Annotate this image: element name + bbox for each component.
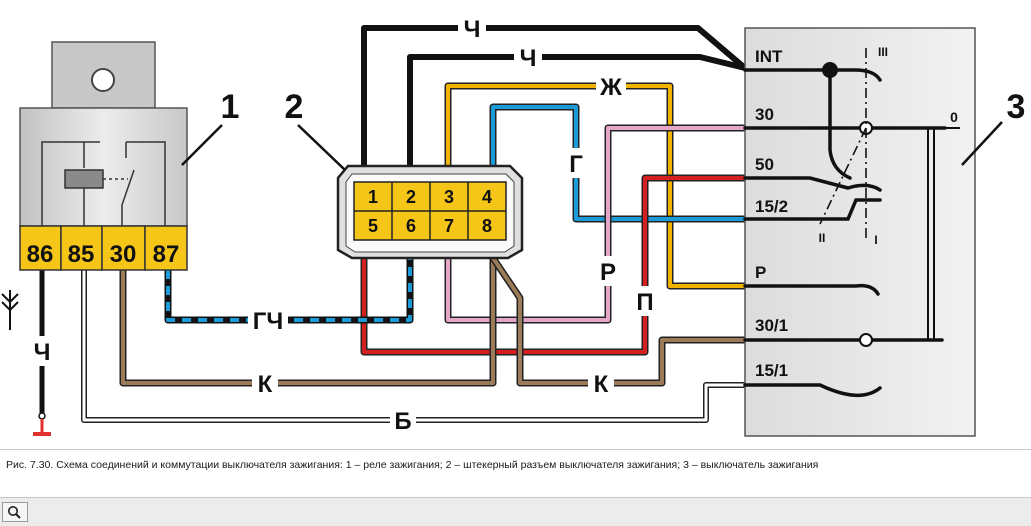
wire-label-ground: Ч (34, 339, 51, 366)
wire-blue-black (164, 258, 414, 324)
wire-label-black-1: Ч (464, 16, 481, 43)
wire-label-blue-black: ГЧ (253, 308, 283, 335)
wire-label-black-2: Ч (520, 45, 537, 72)
position-two: II (819, 231, 826, 245)
ignition-switch: 0 I II III INT 30 50 15/2 Р 30/1 15/1 (743, 27, 976, 437)
wire-yellow (444, 82, 745, 290)
ignition-relay: 86 85 30 87 (19, 41, 188, 271)
wiring-diagram: 86 85 30 87 1 2 3 4 5 6 7 8 (1, 14, 1026, 437)
wire-brown-left (119, 258, 497, 387)
figure-caption: Рис. 7.30. Схема соединений и коммутации… (6, 459, 819, 471)
wire-pink (444, 124, 745, 324)
wire-label-blue: Г (569, 151, 583, 178)
wire-label-white: Б (394, 408, 411, 435)
connector-pin-1: 1 (368, 187, 378, 207)
magnifier-icon (8, 506, 21, 519)
relay-pin-86: 86 (27, 241, 54, 268)
relay-pin-30: 30 (110, 241, 137, 268)
wire-label-red: П (636, 289, 653, 316)
caption-bar: Рис. 7.30. Схема соединений и коммутации… (0, 449, 1031, 498)
relay-pin-87: 87 (153, 241, 180, 268)
position-one: I (874, 233, 877, 247)
connector-pin-5: 5 (368, 216, 378, 236)
wire-black-1 (361, 25, 747, 175)
callout-connector: 2 (285, 88, 304, 126)
wire-label-brown-right: К (594, 371, 609, 398)
wire-label-pink: Р (600, 259, 616, 286)
wire-black-2 (407, 54, 746, 175)
connector-plug: 1 2 3 4 5 6 7 8 (336, 164, 524, 260)
wire-blue (489, 103, 745, 223)
terminal-int: INT (755, 47, 783, 66)
connector-pin-6: 6 (406, 216, 416, 236)
callout-relay: 1 (221, 88, 240, 126)
relay-pin-85: 85 (68, 241, 95, 268)
callouts: 1 2 3 (181, 88, 1026, 171)
position-zero: 0 (950, 109, 958, 125)
wire-label-yellow: Ж (599, 74, 622, 101)
relay-pin-row: 86 85 30 87 (19, 225, 188, 271)
zoom-button[interactable] (2, 502, 28, 522)
terminal-30-1: 30/1 (755, 316, 788, 335)
connector-pin-7: 7 (444, 216, 454, 236)
connector-pin-2: 2 (406, 187, 416, 207)
status-bar (0, 497, 1031, 526)
connector-pin-8: 8 (482, 216, 492, 236)
connector-pin-3: 3 (444, 187, 454, 207)
terminal-p: Р (755, 263, 766, 282)
terminal-15-2: 15/2 (755, 197, 788, 216)
callout-switch: 3 (1007, 88, 1026, 126)
wire-labels: Ч Ч Ж Г Р П ГЧ К К Б Ч (30, 14, 657, 435)
down-arrow-icon (1, 290, 19, 330)
terminal-50: 50 (755, 155, 774, 174)
wire-label-brown-left: К (258, 371, 273, 398)
wire-white (81, 270, 745, 423)
connector-pin-4: 4 (482, 187, 492, 207)
terminal-30: 30 (755, 105, 774, 124)
terminal-15-1: 15/1 (755, 361, 788, 380)
position-three: III (878, 45, 888, 59)
